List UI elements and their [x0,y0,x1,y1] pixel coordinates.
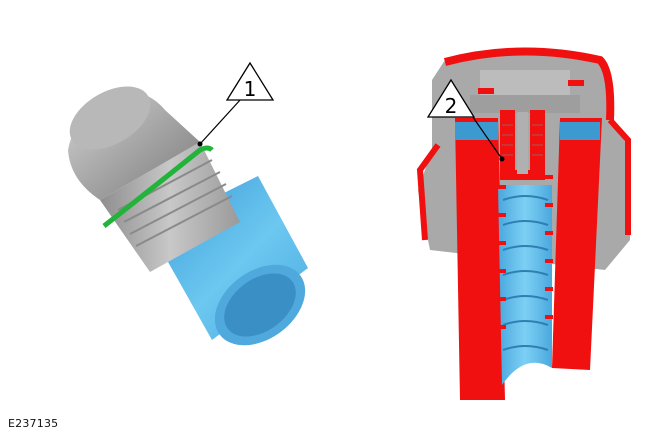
callout-1-label: 1 [244,77,257,101]
filter-assembly-exterior [68,86,308,346]
callout-2: 2 [426,78,505,162]
callout-2-label: 2 [445,94,458,118]
filter-cap [68,86,200,200]
internal-valve [500,110,545,180]
filter-assembly-cutaway [416,47,631,400]
figure-reference-id: E237135 [8,417,59,430]
o-ring-seal [102,145,214,228]
callout-1: 1 [197,61,275,147]
